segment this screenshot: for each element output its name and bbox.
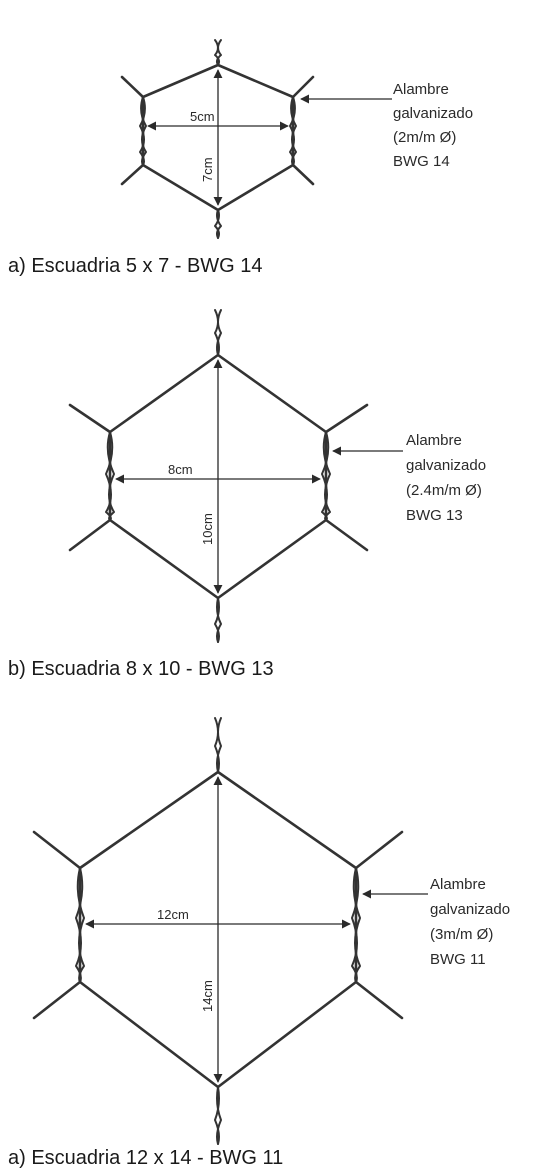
caption-3: a) Escuadria 12 x 14 - BWG 11 [8,1147,283,1169]
wire-note-3: Alambre galvanizado (3m/m Ø) BWG 11 [430,876,510,968]
mesh-figure-2: 8cm 10cm Alambre galvanizado (2.4m/m Ø) … [8,309,486,680]
wire-note-2: Alambre galvanizado (2.4m/m Ø) BWG 13 [406,432,486,524]
height-label-3: 14cm [200,980,215,1012]
caption-2: b) Escuadria 8 x 10 - BWG 13 [8,658,274,680]
svg-text:galvanizado: galvanizado [430,901,510,918]
wire-note-1: Alambre galvanizado (2m/m Ø) BWG 14 [393,81,473,170]
hexagon-mesh-1 [120,39,315,239]
width-label-1: 5cm [190,109,215,124]
svg-text:BWG 14: BWG 14 [393,153,450,170]
svg-text:(3m/m Ø): (3m/m Ø) [430,926,493,943]
svg-text:BWG 13: BWG 13 [406,507,463,524]
height-label-1: 7cm [200,157,215,182]
svg-text:(2.4m/m Ø): (2.4m/m Ø) [406,482,482,499]
width-label-2: 8cm [168,462,193,477]
svg-text:Alambre: Alambre [406,432,462,449]
height-label-2: 10cm [200,513,215,545]
svg-text:BWG 11: BWG 11 [430,951,486,968]
svg-text:Alambre: Alambre [393,81,449,98]
width-label-3: 12cm [157,907,189,922]
svg-text:galvanizado: galvanizado [393,105,473,122]
mesh-figure-1: 5cm 7cm Alambre galvanizado (2m/m Ø) BWG… [8,39,473,277]
svg-text:(2m/m Ø): (2m/m Ø) [393,129,456,146]
svg-text:Alambre: Alambre [430,876,486,893]
hexagon-mesh-2 [68,309,369,643]
hexagon-mesh-3 [32,717,404,1145]
mesh-figure-3: 12cm 14cm Alambre galvanizado (3m/m Ø) B… [8,717,510,1169]
svg-text:galvanizado: galvanizado [406,457,486,474]
caption-1: a) Escuadria 5 x 7 - BWG 14 [8,255,263,277]
